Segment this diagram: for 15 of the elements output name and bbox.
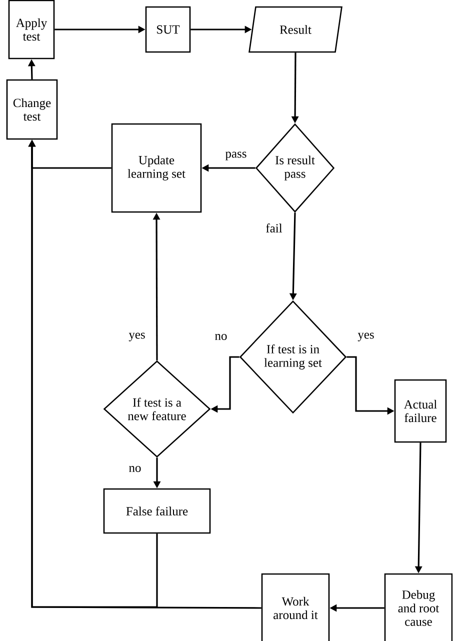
process-box: Actual failure (394, 379, 447, 443)
edge-label: fail (264, 222, 284, 234)
edge-label: yes (356, 332, 376, 342)
process-box: SUT (145, 6, 191, 53)
process-box: Apply test (8, 0, 55, 60)
edge-label: yes (128, 332, 146, 342)
edge-label: pass (224, 150, 248, 162)
process-box: Work around it (261, 573, 330, 641)
process-box: Change test (6, 79, 58, 140)
process-box: Debug and root cause (384, 573, 453, 641)
edge-label: no (128, 465, 142, 473)
data-parallelogram: Result (248, 6, 342, 53)
process-box: False failure (103, 488, 211, 534)
process-box: Update learning set (111, 123, 202, 213)
edge-label: no (214, 333, 228, 342)
